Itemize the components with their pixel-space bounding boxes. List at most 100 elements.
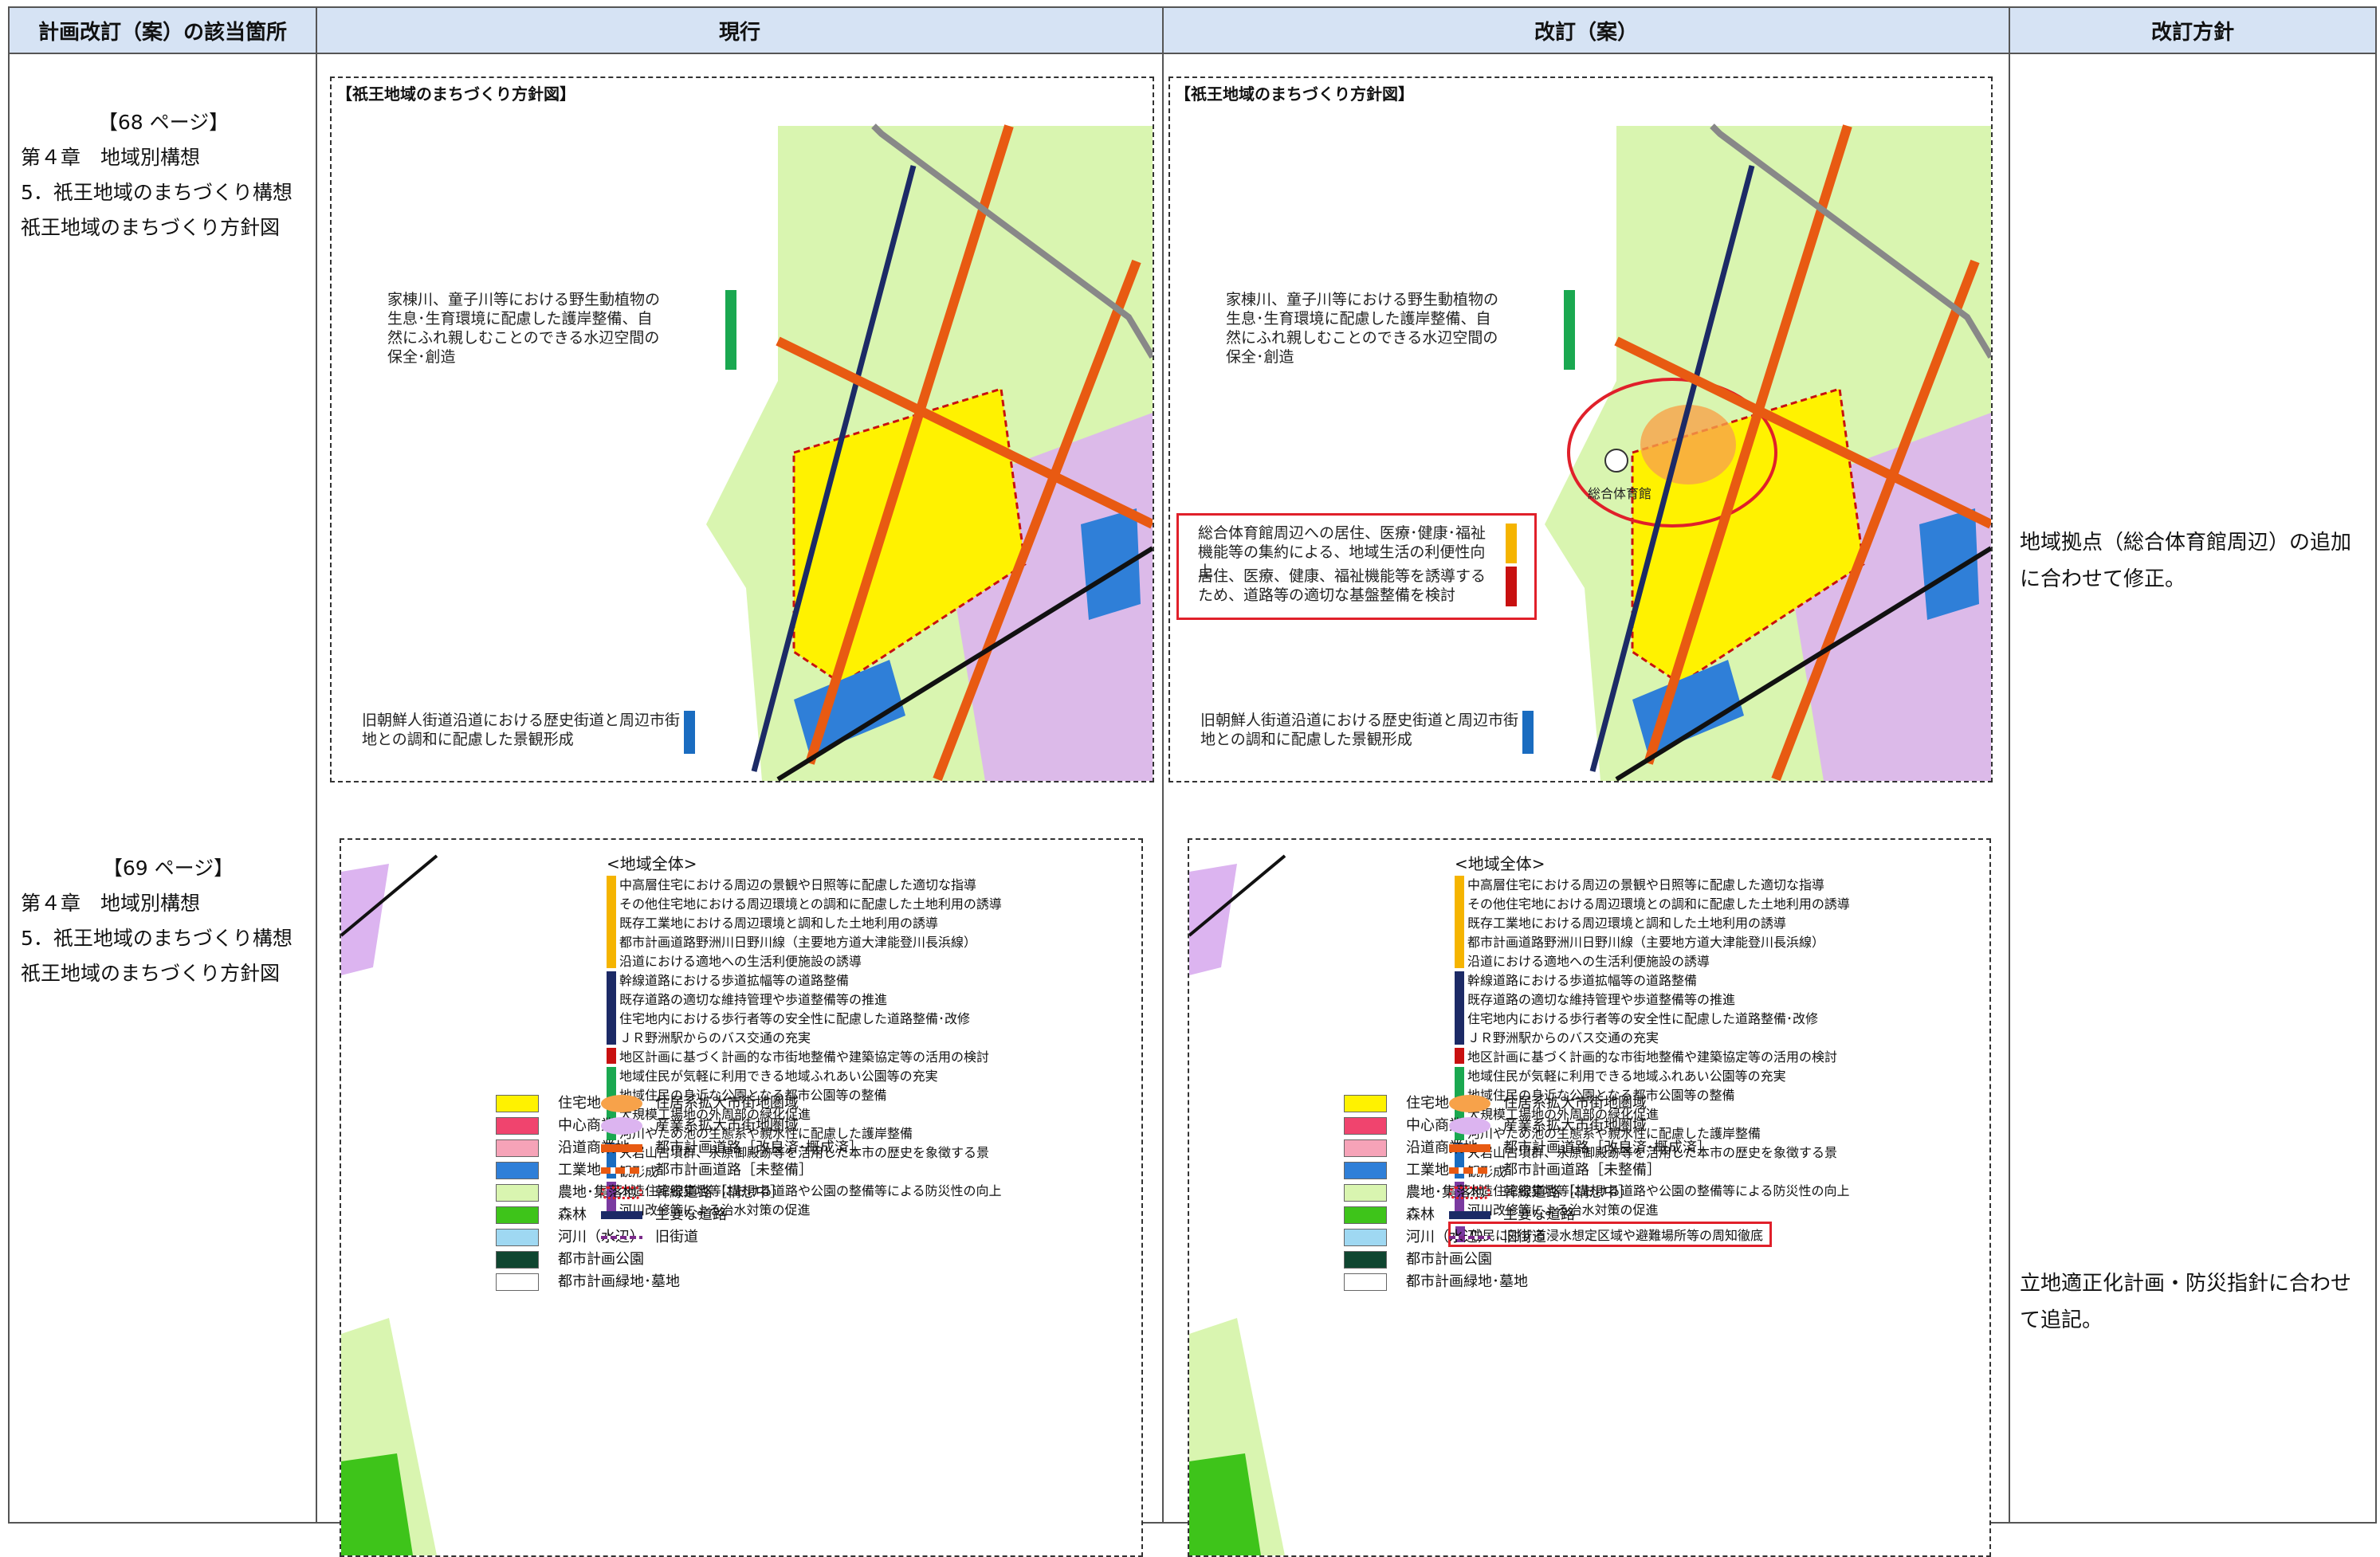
policy-line: 都市計画道路野洲川日野川線（主要地方道大津能登川長浜線）	[619, 935, 977, 950]
policy-cell: 地域拠点（総合体育館周辺）の追加に合わせて修正。 立地適正化計画・防災指針に合わ…	[2009, 53, 2377, 1524]
policy-line: 河川改修等による治水対策の促進	[1467, 1202, 1659, 1218]
legend-label: 都市計画道路［改良済･概成済］	[655, 1139, 863, 1156]
policy-line: 中高層住宅における周辺の景観や日照等に配慮した適切な指導	[1467, 877, 1825, 892]
legend-swatch	[1449, 1236, 1490, 1239]
legend-swatch	[601, 1211, 642, 1219]
policy-line: 既存道路の適切な維持管理や歩道整備等の推進	[619, 992, 888, 1007]
policy-line: 木造住宅密集地等における道路や公園の整備等による防災性の向上	[1467, 1183, 1850, 1198]
figure-ref: 祇王地域のまちづくり方針図	[21, 962, 281, 985]
legend-label: 都市計画緑地･墓地	[558, 1273, 680, 1290]
legend-key-land-use: 工業地	[1344, 1159, 1449, 1179]
figure-ref: 祇王地域のまちづくり方針図	[21, 216, 281, 239]
legend-swatch	[1344, 1095, 1387, 1112]
callout-bar-green	[725, 290, 736, 370]
legend-swatch	[1344, 1251, 1387, 1269]
location-cell: 【68 ページ】 第４章 地域別構想 5．祇王地域のまちづくり構想 祇王地域のま…	[8, 53, 317, 1524]
header-policy: 改訂方針	[2009, 6, 2377, 54]
policy-line: 大規模工場地の外周部の緑化促進	[1467, 1107, 1659, 1122]
district-map	[1545, 124, 1991, 781]
legend-swatch	[1344, 1162, 1387, 1179]
legend-swatch	[1449, 1167, 1490, 1174]
legend-label: 都市計画公園	[1406, 1251, 1492, 1268]
legend-label: 住宅地	[1406, 1095, 1449, 1112]
callout-riverside: 家棟川、童子川等における野生動植物の生息･生育環境に配慮した護岸整備、自然にふれ…	[387, 290, 736, 370]
policy-group: 幹線道路における歩道拡幅等の道路整備既存道路の適切な維持管理や歩道整備等の推進住…	[607, 970, 1085, 1046]
legend-swatch	[496, 1184, 539, 1202]
page-ref: 【68 ページ】	[97, 111, 230, 134]
legend-key-land-use: 工業地	[496, 1159, 601, 1179]
legend-key-area-road: 産業系拡大市街地圏域	[601, 1114, 799, 1135]
legend-key-land-use: 住宅地	[496, 1092, 601, 1112]
policy-line: 既存工業地における周辺環境と調和した土地利用の誘導	[619, 916, 939, 931]
section-ref: 5．祇王地域のまちづくり構想	[21, 181, 293, 204]
current-legend-frame: <地域全体> 中高層住宅における周辺の景観や日照等に配慮した適切な指導その他住宅…	[340, 838, 1143, 1557]
location-entry-69: 【69 ページ】 第４章 地域別構想 5．祇王地域のまちづくり構想 祇王地域のま…	[10, 800, 325, 991]
policy-group-bar	[1455, 1182, 1464, 1217]
map-legend-keys: 住宅地中心商業地沿道商業地工業地農地･集落地森林河川（水辺）都市計画公園都市計画…	[341, 840, 1141, 1555]
policy-line: 木造住宅密集地等における道路や公園の整備等による防災性の向上	[619, 1183, 1002, 1198]
legend-swatch	[601, 1117, 642, 1135]
callout-text: 家棟川、童子川等における野生動植物の生息･生育環境に配慮した護岸整備、自然にふれ…	[387, 291, 661, 366]
legend-label: 都市計画公園	[558, 1251, 644, 1268]
legend-key-area-road: 旧街道	[601, 1226, 698, 1246]
legend-label: 幹線道路［構想中］	[1503, 1184, 1632, 1201]
policy-group: 木造住宅密集地等における道路や公園の整備等による防災性の向上河川改修等による治水…	[607, 1180, 1085, 1218]
table-header-row: 計画改訂（案）の該当箇所 現行 改訂（案） 改訂方針	[8, 6, 2377, 54]
legend-swatch	[601, 1186, 642, 1199]
callout-bar-orange	[1506, 524, 1517, 563]
revision-table: 計画改訂（案）の該当箇所 現行 改訂（案） 改訂方針 【68 ページ】 第４章 …	[8, 6, 2377, 1557]
callout-historic-road: 旧朝鮮人街道沿道における歴史街道と周辺市街地との調和に配慮した景観形成	[1200, 711, 1534, 754]
legend-label: 旧街道	[1503, 1229, 1546, 1245]
legend-key-area-road: 住居系拡大市街地圏域	[1449, 1092, 1647, 1112]
policy-group: 地区計画に基づく計画的な市街地整備や建築協定等の活用の検討	[1455, 1046, 1933, 1065]
callout-bar-blue	[1522, 711, 1534, 754]
policy-line: 河川やため池の生態系や親水性に配慮した護岸整備	[1467, 1126, 1761, 1141]
legend-label: 工業地	[558, 1162, 601, 1179]
legend-label: 旧街道	[655, 1229, 698, 1245]
legend-label: 森林	[1406, 1206, 1435, 1223]
legend-key-area-road: 都市計画道路［改良済･概成済］	[601, 1136, 863, 1157]
legend-label: 住居系拡大市街地圏域	[1503, 1095, 1647, 1112]
legend-label: 住宅地	[558, 1095, 601, 1112]
legend-swatch	[496, 1206, 539, 1224]
policy-group-bar	[607, 1182, 616, 1217]
legend-label: 産業系拡大市街地圏域	[655, 1117, 799, 1134]
legend-key-land-use: 都市計画緑地･墓地	[496, 1270, 680, 1291]
added-policy-line: 住民に対する浸水想定区域や避難場所等の周知徹底	[1470, 1228, 1764, 1243]
revision-comparison-page: 計画改訂（案）の該当箇所 現行 改訂（案） 改訂方針 【68 ページ】 第４章 …	[8, 6, 2377, 1557]
legend-key-area-road: 住居系拡大市街地圏域	[601, 1092, 799, 1112]
legend-swatch	[1449, 1186, 1490, 1199]
callout-text: 旧朝鮮人街道沿道における歴史街道と周辺市街地との調和に配慮した景観形成	[362, 712, 681, 748]
legend-swatch	[496, 1162, 539, 1179]
legend-swatch	[1344, 1273, 1387, 1291]
callout-historic-road: 旧朝鮮人街道沿道における歴史街道と周辺市街地との調和に配慮した景観形成	[362, 711, 695, 754]
policy-line: 既存道路の適切な維持管理や歩道整備等の推進	[1467, 992, 1736, 1007]
callout-bar-red	[1506, 567, 1517, 606]
policy-group-bar	[1455, 971, 1464, 1045]
legend-swatch	[496, 1095, 539, 1112]
legend-key-area-road: 産業系拡大市街地圏域	[1449, 1114, 1647, 1135]
legend-swatch	[1449, 1095, 1490, 1112]
legend-label: 産業系拡大市街地圏域	[1503, 1117, 1647, 1134]
revised-cell: 【祇王地域のまちづくり方針図】 総合体育	[1162, 53, 2010, 1557]
legend-key-area-road: 都市計画道路［改良済･概成済］	[1449, 1136, 1711, 1157]
legend-key-land-use: 都市計画緑地･墓地	[1344, 1270, 1528, 1291]
legend-swatch	[1344, 1206, 1387, 1224]
legend-swatch	[496, 1273, 539, 1291]
legend-key-land-use: 森林	[496, 1203, 587, 1224]
policy-group-bar	[607, 1048, 616, 1064]
legend-key-land-use: 都市計画公園	[1344, 1248, 1492, 1269]
legend-label: 都市計画道路［改良済･概成済］	[1503, 1139, 1711, 1156]
legend-label: 幹線道路［構想中］	[655, 1184, 784, 1201]
legend-label: 主要な道路	[655, 1206, 727, 1223]
legend-key-area-road: 旧街道	[1449, 1226, 1546, 1246]
policy-group: 木造住宅密集地等における道路や公園の整備等による防災性の向上河川改修等による治水…	[1455, 1180, 1933, 1218]
map-title: 【祇王地域のまちづくり方針図】	[336, 84, 575, 104]
policy-line: 幹線道路における歩道拡幅等の道路整備	[619, 973, 850, 988]
legend-list: <地域全体> 中高層住宅における周辺の景観や日照等に配慮した適切な指導その他住宅…	[1448, 851, 1933, 1247]
policy-line: 大規模工場地の外周部の緑化促進	[619, 1107, 811, 1122]
policy-group: 幹線道路における歩道拡幅等の道路整備既存道路の適切な維持管理や歩道整備等の推進住…	[1455, 970, 1933, 1046]
legend-heading: <地域全体>	[607, 854, 697, 873]
legend-list: <地域全体> 中高層住宅における周辺の景観や日照等に配慮した適切な指導その他住宅…	[607, 851, 1085, 1218]
policy-line: 地区計画に基づく計画的な市街地整備や建築協定等の活用の検討	[1467, 1049, 1838, 1065]
